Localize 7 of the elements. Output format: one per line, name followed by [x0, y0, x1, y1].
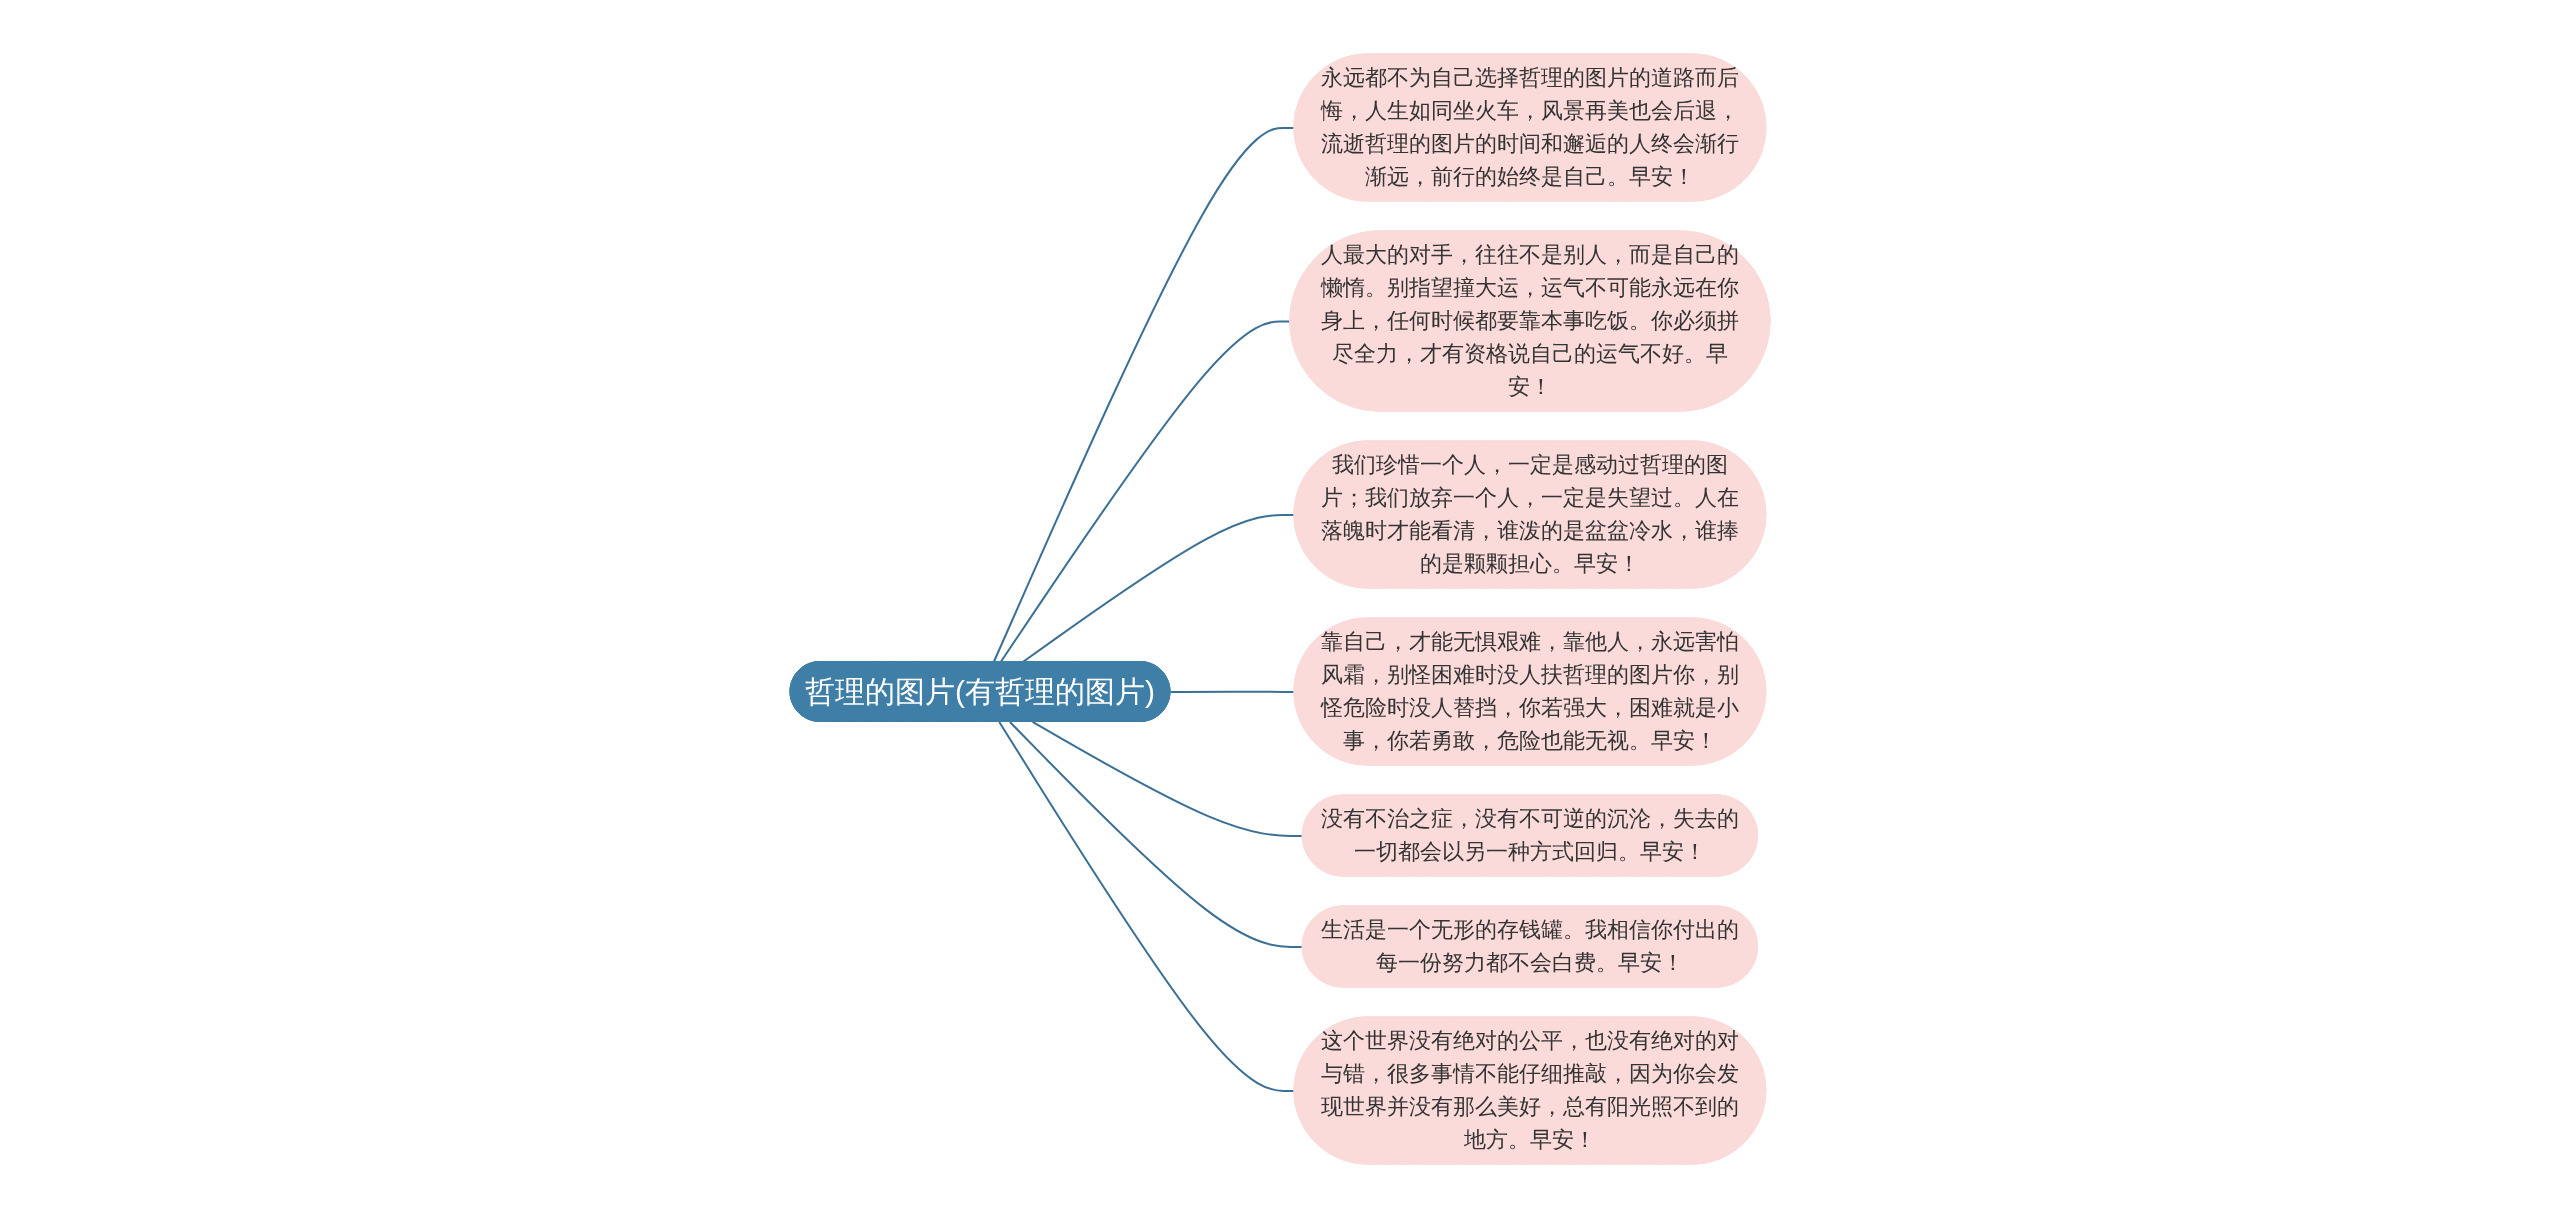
connector: [1021, 513, 1296, 663]
connector: [1008, 721, 1304, 948]
connector: [992, 126, 1296, 663]
connector: [1031, 721, 1304, 837]
connector: [999, 320, 1292, 663]
connector: [1169, 690, 1296, 693]
connector: [998, 721, 1296, 1092]
